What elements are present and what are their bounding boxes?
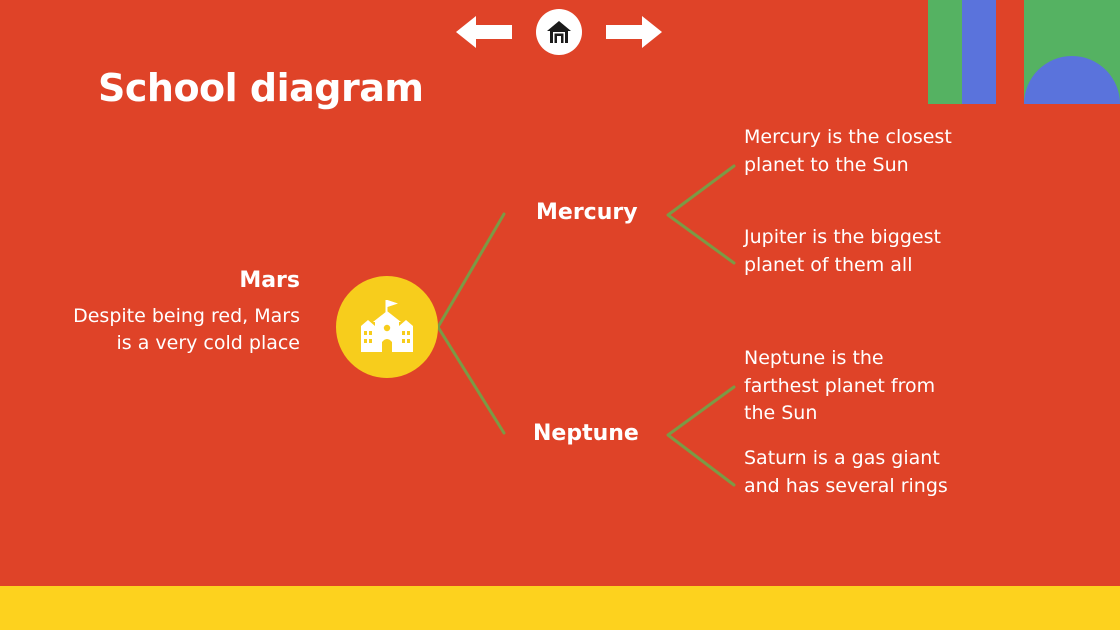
branch-label-neptune: Neptune (533, 421, 639, 446)
decorative-semicircle-block (1024, 0, 1120, 104)
school-building-icon (361, 300, 413, 352)
leaf-text: Neptune is the farthest planet from the … (744, 347, 936, 425)
leaf-text: Saturn is a gas giant and has several ri… (744, 447, 948, 497)
slide-title: School diagram (98, 66, 424, 110)
footer-bar (0, 586, 1120, 630)
connector-hub-neptune (436, 325, 506, 435)
root-description: Despite being red, Mars is a very cold p… (73, 305, 300, 354)
connector-neptune-leaves (666, 385, 736, 487)
leaf-text: Mercury is the closest planet to the Sun (744, 126, 952, 176)
prev-slide-button[interactable] (456, 14, 512, 50)
decorative-green-block (928, 0, 964, 104)
next-slide-button[interactable] (606, 14, 662, 50)
home-button[interactable] (536, 9, 582, 55)
connector-mercury-leaves (666, 164, 736, 265)
root-title: Mars (239, 268, 300, 293)
branch-label-mercury: Mercury (536, 200, 638, 225)
leaf-text: Jupiter is the biggest planet of them al… (744, 226, 941, 276)
school-hub (336, 276, 438, 378)
root-node: Mars Despite being red, Mars is a very c… (60, 268, 300, 356)
left-arrow-icon (456, 16, 512, 48)
right-arrow-icon (606, 16, 662, 48)
decorative-blue-block (962, 0, 996, 104)
house-icon (547, 21, 571, 43)
connector-hub-mercury (436, 212, 506, 329)
